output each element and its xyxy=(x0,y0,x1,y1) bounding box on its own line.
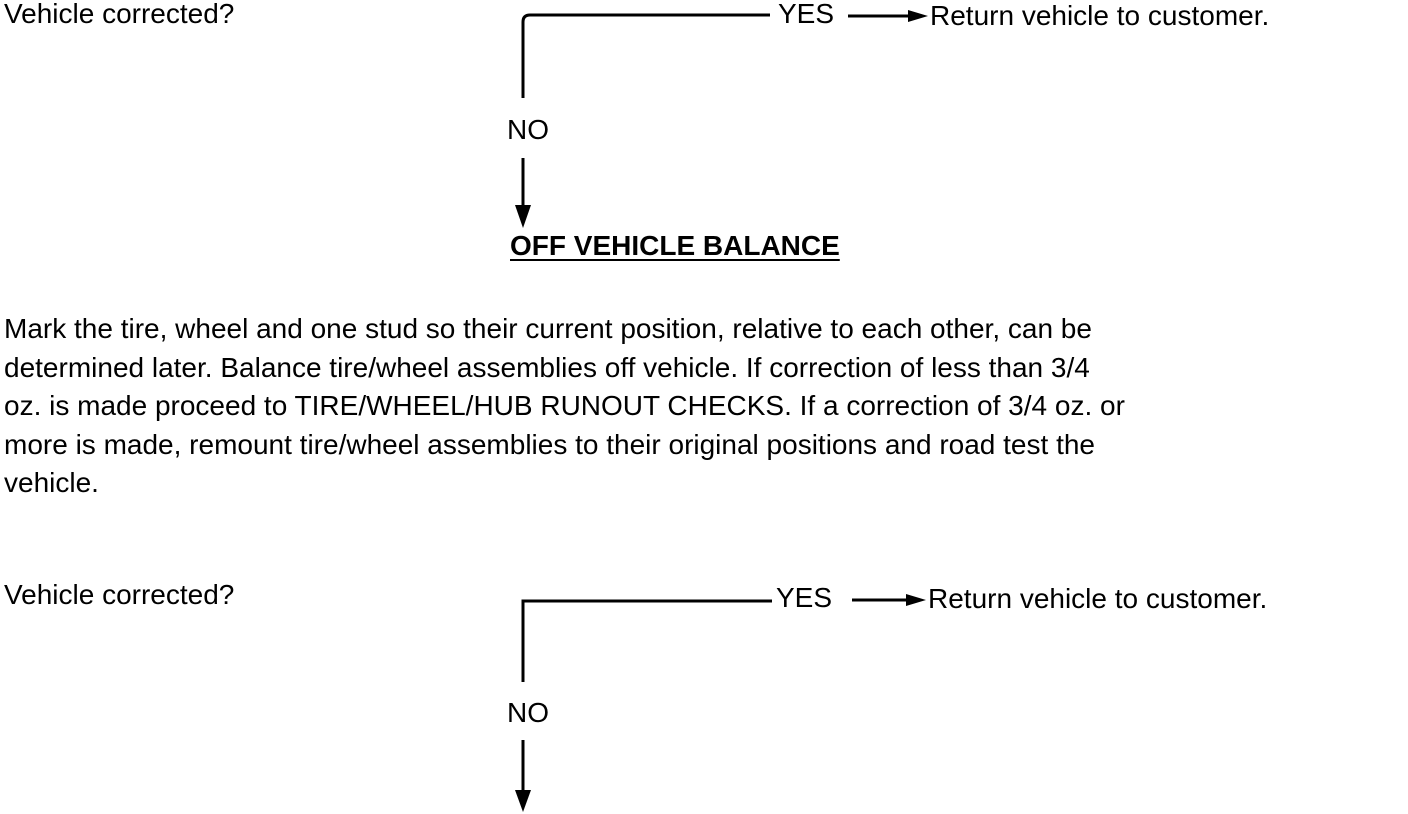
paragraph-line: more is made, remount tire/wheel assembl… xyxy=(4,428,1095,460)
flow2-question: Vehicle corrected? xyxy=(4,579,235,610)
flow2-yes-line xyxy=(521,599,772,682)
paragraph-line: oz. is made proceed to TIRE/WHEEL/HUB RU… xyxy=(4,390,1125,421)
flow1-yes-line xyxy=(521,13,770,98)
flow2-yes-arrowhead xyxy=(906,594,926,606)
flow2-no-label: NO xyxy=(507,697,549,728)
flow1-yes-arrowhead xyxy=(908,10,928,22)
flow1-no-arrowhead xyxy=(515,205,531,228)
section-paragraph: Mark the tire, wheel and one stud so the… xyxy=(4,310,1404,503)
section-heading: OFF VEHICLE BALANCE xyxy=(510,230,840,261)
flow2-no-arrowhead xyxy=(515,790,531,812)
paragraph-line: Mark the tire, wheel and one stud so the… xyxy=(4,313,1092,344)
flow1-connectors xyxy=(521,13,912,212)
flow1-yes-label: YES xyxy=(778,0,835,29)
paragraph-line: determined later. Balance tire/wheel ass… xyxy=(4,351,1090,383)
flow2-yes-result: Return vehicle to customer. xyxy=(928,583,1268,614)
flow1-no-label: NO xyxy=(507,114,549,145)
flow2-connectors xyxy=(521,598,910,794)
flow1-yes-result: Return vehicle to customer. xyxy=(930,0,1270,31)
flow2-yes-label: YES xyxy=(776,582,833,613)
paragraph-line: vehicle. xyxy=(4,467,99,498)
flow1-question: Vehicle corrected? xyxy=(4,0,235,29)
